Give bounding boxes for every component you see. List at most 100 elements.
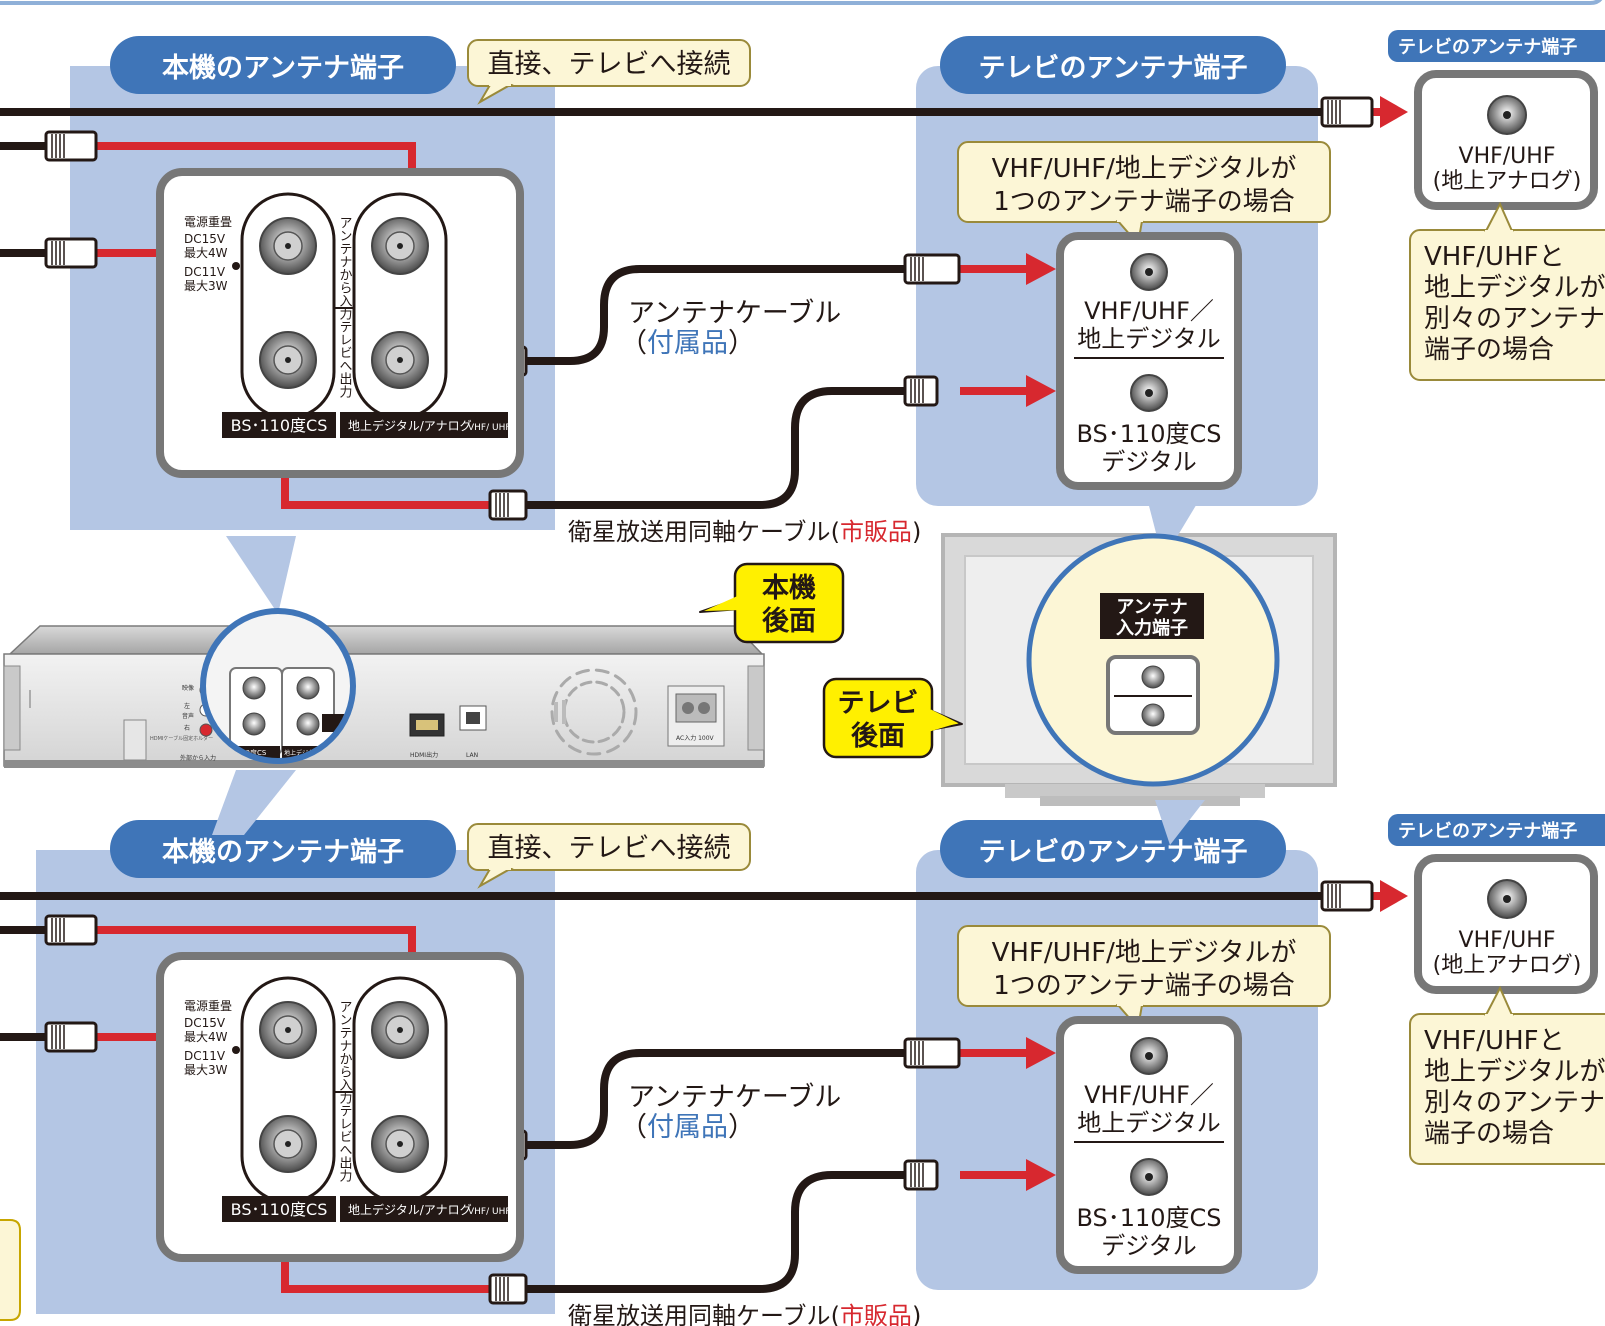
satellite-cable-paren-close: ) (912, 1302, 921, 1326)
tv-terminal-lower-line2: デジタル (1101, 448, 1197, 476)
single-terminal-callout-line2: 1つのアンテナ端子の場合 (993, 971, 1295, 1001)
plug-incoming-2 (44, 1021, 98, 1053)
right-terminal-jack-pin (1503, 895, 1511, 903)
satellite-coax-cable (525, 387, 905, 509)
rear-bs-label-bg (222, 1196, 336, 1222)
signal-arrow-tv-bs (1026, 375, 1056, 407)
rear-terrestrial-label: 地上デジタル/アナログ (348, 418, 472, 433)
rear-jack-2-pin (285, 1141, 291, 1147)
tv-terminal-upper-line1: VHF/UHF／ (1084, 297, 1214, 325)
recorder-rear-label: 本機 後面 (699, 562, 845, 644)
recorder-ac-text: AC入力 100V (676, 734, 715, 742)
rear-power-spec1b: 最大4W (184, 246, 228, 260)
right-panel-title: テレビのアンテナ端子 (1398, 821, 1577, 842)
cropped-callout-bottom-left (0, 1219, 21, 1321)
antenna-cable-label: アンテナケーブル (628, 1082, 841, 1113)
single-terminal-callout-line1: VHF/UHF/地上デジタルが (992, 154, 1297, 184)
tv-terminal-upper-line1: VHF/UHF／ (1084, 1081, 1214, 1109)
tv-panel-title: テレビのアンテナ端子 (979, 837, 1248, 868)
direct-callout-box (467, 39, 751, 87)
separate-callout-line3: 別々のアンテナ (1424, 304, 1605, 334)
recorder-rear-illustration: HDMIケーブル固定ホルダー 映像 左 音声 右 外部から入力 HDMI出力 L… (3, 625, 765, 768)
satellite-cable-paren-open: ( (831, 518, 840, 546)
tv-terminal-jack-lower-pin (1145, 1173, 1153, 1181)
separate-callout-line3: 別々のアンテナ (1424, 1088, 1605, 1118)
signal-path-bs (281, 470, 490, 509)
plug-tv-terrestrial (903, 1037, 961, 1069)
satellite-cable-paren-close: ) (912, 518, 921, 546)
tv-rear-label: テレビ 後面 (822, 677, 963, 759)
signal-path-bs (281, 1254, 490, 1293)
signal-arrow-tv-terrestrial (1026, 253, 1056, 285)
antenna-cable-paren-close: ） (728, 1112, 755, 1143)
plug-tv-bs (903, 375, 939, 407)
tv-rear-label-line2: 後面 (851, 721, 905, 752)
tv-panel-title: テレビのアンテナ端子 (979, 53, 1248, 84)
plug-tv-bs (903, 1159, 939, 1191)
right-terminal-line2: (地上アナログ) (1433, 169, 1582, 194)
separate-callout-box (1409, 1013, 1605, 1165)
direct-callout-text: 直接、テレビへ接続 (488, 833, 731, 864)
recorder-panel-title: 本機のアンテナ端子 (162, 53, 404, 84)
tv-rear-label-line1: テレビ (838, 688, 919, 719)
rear-power-spec2b: 最大3W (184, 279, 228, 293)
tv-terminal-upper-line2: 地上デジタル (1077, 1109, 1221, 1137)
direct-callout-tail-mask (489, 80, 511, 86)
separate-callout-line1: VHF/UHFと (1424, 242, 1565, 272)
right-terminal-line1: VHF/UHF (1459, 144, 1556, 169)
recorder-rear-label-line1: 本機 (762, 573, 816, 604)
separate-callout-tail-mask (1485, 230, 1513, 236)
rear-power-label: 電源重畳 (184, 215, 232, 229)
separate-callout-line2: 地上デジタルが (1424, 273, 1605, 303)
rear-jack-2-pin (285, 357, 291, 363)
tv-panel-header (940, 36, 1286, 94)
rear-terrestrial-label: 地上デジタル/アナログ (348, 1202, 472, 1217)
recorder-external-in-text: 外部から入力 (180, 754, 216, 762)
tv-terminal-lower-line1: BS･110度CS (1076, 420, 1221, 448)
recorder-panel-header (110, 820, 456, 878)
plug-direct-right (1320, 96, 1374, 128)
rear-bs-label: BS･110度CS (231, 416, 328, 435)
right-terminal-box (1414, 70, 1598, 210)
right-terminal-box (1414, 854, 1598, 994)
tv-terminal-lower-line1: BS･110度CS (1076, 1204, 1221, 1232)
direct-callout-tail-mask (489, 864, 511, 870)
rear-polarity-dot (232, 1046, 240, 1054)
antenna-cable-note-line: （付属品） (620, 328, 755, 359)
plug-tv-terrestrial (903, 253, 961, 285)
satellite-cable-paren-open: ( (831, 1302, 840, 1326)
signal-arrow-tv-terrestrial (1026, 1037, 1056, 1069)
rear-power-spec2: DC11V (184, 1049, 226, 1063)
right-terminal-jack-pin (1503, 111, 1511, 119)
connection-section-bottom: 本機のアンテナ端子直接、テレビへ接続テレビのアンテナ端子VHF/UHF/地上デジ… (0, 814, 1605, 1326)
antenna-cable-note: 付属品 (647, 1112, 728, 1143)
separate-callout-line1: VHF/UHFと (1424, 1026, 1565, 1056)
recorder-rear-label-line2: 後面 (762, 606, 816, 637)
tv-rear-illustration: アンテナ 入力端子 (941, 502, 1337, 845)
satellite-cable-note: 市販品 (840, 1302, 912, 1326)
tv-terminal-jack-upper-pin (1145, 268, 1153, 276)
recorder-zoom-cone-lower (212, 770, 296, 835)
satellite-cable-line: 衛星放送用同軸ケーブル(市販品) (568, 518, 921, 546)
rear-tv-out-text: テレビへ出力 (337, 1104, 353, 1183)
direct-callout-text: 直接、テレビへ接続 (488, 49, 731, 80)
separate-callout-box (1409, 229, 1605, 381)
middle-illustrations: HDMIケーブル固定ホルダー 映像 左 音声 右 外部から入力 HDMI出力 L… (3, 502, 1337, 845)
rear-polarity-dot (232, 262, 240, 270)
recorder-lan-text: LAN (466, 752, 478, 759)
antenna-cable-label: アンテナケーブル (628, 298, 841, 329)
rear-bs-label: BS･110度CS (231, 1200, 328, 1219)
tv-terminal-box (1056, 232, 1242, 490)
right-panel-header (1388, 814, 1605, 846)
separate-callout-tail-mask (1485, 1014, 1513, 1020)
direct-callout-box (467, 823, 751, 871)
satellite-cable-label: 衛星放送用同軸ケーブル (568, 1302, 831, 1326)
single-terminal-callout-line1: VHF/UHF/地上デジタルが (992, 938, 1297, 968)
plug-incoming-1 (44, 914, 98, 946)
rear-antenna-in-text: アンテナから入力 (337, 1000, 353, 1105)
separate-callout-line2: 地上デジタルが (1424, 1057, 1605, 1087)
rear-power-spec1: DC15V (184, 1016, 226, 1030)
rear-power-spec1b: 最大4W (184, 1030, 228, 1044)
recorder-magnifier: BS･110度CS 地上デジタル/アナログ (200, 608, 356, 764)
recorder-right-text: 右 (184, 724, 190, 732)
